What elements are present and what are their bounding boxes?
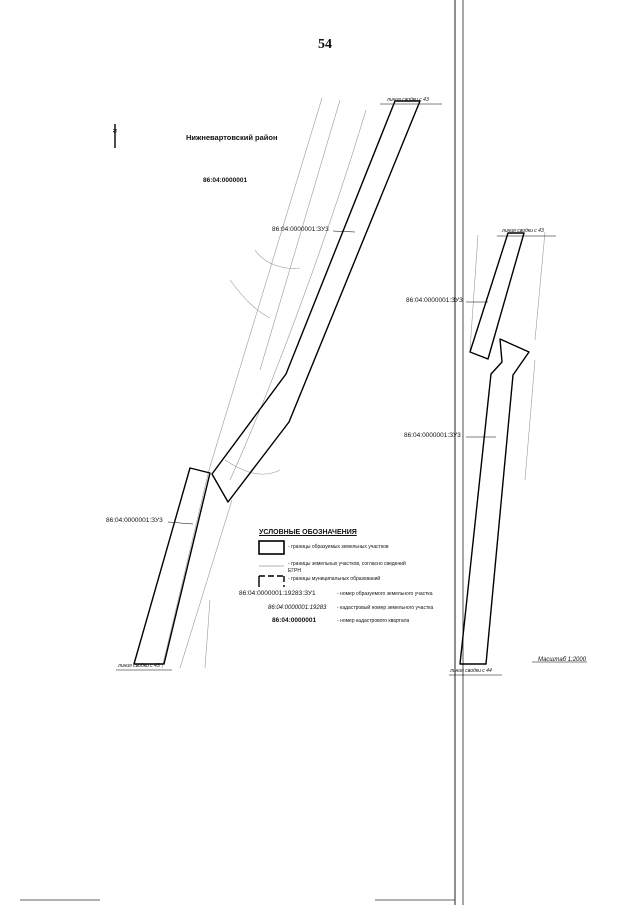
match-line-label: линия сводки с 44 xyxy=(450,668,492,674)
egrn-boundaries xyxy=(161,97,546,669)
plot-upper-right xyxy=(469,232,525,360)
page-number: 54 xyxy=(318,37,332,52)
legend-item-text: - номер образуемого земельного участка xyxy=(337,591,433,597)
district-name: Нижневартовский район xyxy=(186,133,278,142)
legend-item-text: - номер кадастрового квартала xyxy=(337,618,410,624)
legend-item-text: - границы земельных участков, согласно с… xyxy=(288,561,406,574)
legend-symbol-municipal-boundary xyxy=(259,575,285,587)
cadastral-quarter-label: 86:04:0000001 xyxy=(203,177,248,184)
legend-item-text: - границы муниципальных образований xyxy=(288,576,381,582)
legend-title: УСЛОВНЫЕ ОБОЗНАЧЕНИЯ xyxy=(259,529,357,536)
plot-upper-left xyxy=(211,100,421,503)
legend-code: 86:04:0000001 xyxy=(272,617,317,624)
north-label: N xyxy=(111,129,117,133)
match-line-underlines xyxy=(116,103,587,676)
legend-code: 86:04:0000001:19283 xyxy=(268,605,327,611)
plot-lower-left xyxy=(133,467,211,665)
parcel-label: 86:04:0000001:ЗУ3 xyxy=(406,297,463,304)
legend-symbol-formed-plot xyxy=(258,540,285,555)
legend-code: 86:04:0000001:19283:ЗУ1 xyxy=(239,590,316,597)
match-line-label: линия сводки с 43 xyxy=(387,97,429,103)
leader-lines xyxy=(167,230,496,525)
match-line-label: линия сводки с 43 xyxy=(118,663,160,669)
plot-lower-right xyxy=(459,338,530,665)
legend-item-text: - границы образуемых земельных участков xyxy=(288,544,389,550)
parcel-label: 86:04:0000001:ЗУ3 xyxy=(106,517,163,524)
parcel-label: 86:04:0000001:ЗУ3 xyxy=(272,226,329,233)
match-line-label: линия сводки с 43 xyxy=(502,228,544,234)
legend-item-text: - кадастровый номер земельного участка xyxy=(337,605,434,611)
parcel-label: 86:04:0000001:ЗУ3 xyxy=(404,432,461,439)
formed-plots xyxy=(133,100,530,665)
scale-label: Масштаб 1:2000 xyxy=(538,657,587,663)
